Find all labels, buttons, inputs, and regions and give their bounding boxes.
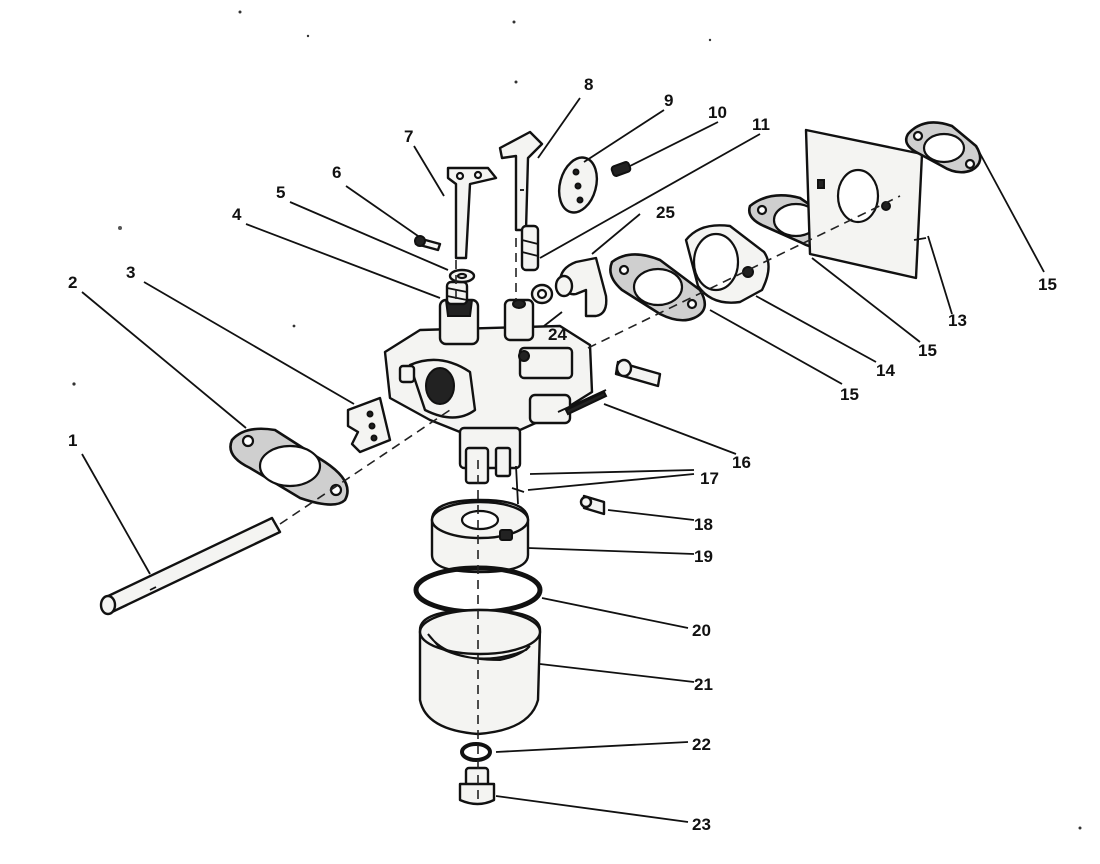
callout-6: 6 — [332, 163, 341, 182]
part-19-float — [430, 498, 530, 574]
part-15-gasket-far-right — [904, 121, 982, 174]
part-1-shaft — [99, 516, 282, 616]
callout-13: 13 — [948, 311, 967, 330]
part-22-washer — [460, 742, 492, 762]
part-3-throttle-plate — [346, 396, 392, 454]
callout-20: 20 — [692, 621, 711, 640]
part-10-screw — [610, 161, 632, 177]
callout-24: 24 — [548, 325, 567, 344]
leader-lines — [81, 97, 1045, 823]
part-5-washer — [448, 268, 476, 284]
part-24-ring — [530, 283, 554, 305]
callout-23: 23 — [692, 815, 711, 834]
callout-3: 3 — [126, 263, 135, 282]
idle-screw — [614, 358, 662, 388]
callout-4: 4 — [232, 205, 242, 224]
carburetor-body — [383, 298, 594, 485]
callout-18: 18 — [694, 515, 713, 534]
part-20-oring — [413, 565, 543, 615]
callout-19: 19 — [694, 547, 713, 566]
part-21-bowl — [418, 608, 542, 736]
callout-9: 9 — [664, 91, 673, 110]
callout-15-right: 15 — [918, 341, 937, 360]
callout-labels: 1 2 3 4 5 6 7 8 9 10 11 13 14 15 15 15 1… — [68, 75, 1057, 834]
callout-22: 22 — [692, 735, 711, 754]
callout-10: 10 — [708, 103, 727, 122]
part-18-screw — [579, 494, 606, 516]
part-2-gasket — [229, 427, 349, 506]
assembly-axes — [279, 195, 901, 800]
part-14-spacer — [684, 224, 770, 304]
part-9-choke-plate — [557, 156, 599, 214]
part-4-spring — [445, 280, 469, 306]
callout-2: 2 — [68, 273, 77, 292]
scan-specks — [72, 10, 1082, 830]
callout-5: 5 — [276, 183, 285, 202]
part-17-pin — [511, 465, 525, 505]
callout-8: 8 — [584, 75, 593, 94]
callout-1: 1 — [68, 431, 77, 450]
part-15-gasket-center — [609, 253, 707, 322]
part-13-plate — [804, 128, 924, 280]
part-11-pin — [520, 224, 540, 272]
callout-16: 16 — [732, 453, 751, 472]
callout-15-far-right: 15 — [1038, 275, 1057, 294]
callout-17: 17 — [700, 469, 719, 488]
callout-7: 7 — [404, 127, 413, 146]
part-8-choke-shaft — [498, 130, 544, 232]
part-23-nut — [458, 766, 496, 806]
part-6-screw — [414, 235, 442, 252]
part-16-needle — [557, 389, 608, 416]
callout-25: 25 — [656, 203, 675, 222]
callout-11: 11 — [752, 115, 770, 134]
callout-15-center: 15 — [840, 385, 859, 404]
part-25-elbow — [554, 256, 608, 318]
callout-21: 21 — [694, 675, 713, 694]
callout-14: 14 — [876, 361, 895, 380]
part-7-lever — [446, 166, 498, 260]
